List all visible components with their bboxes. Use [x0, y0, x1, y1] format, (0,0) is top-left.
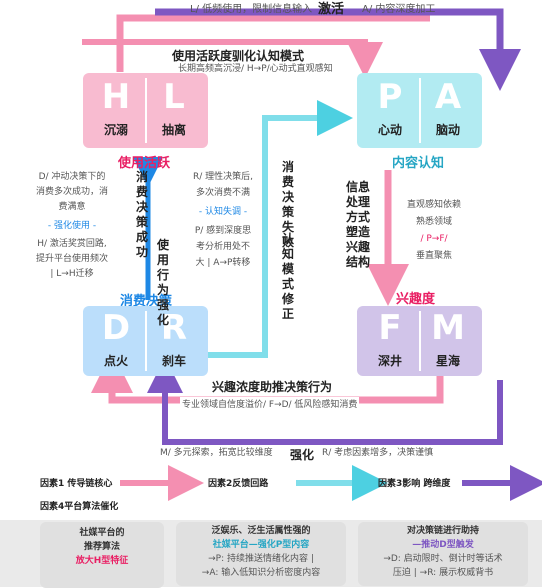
- letter-r: R: [160, 308, 188, 348]
- use-behavior-text: 使用行为强化: [156, 238, 169, 327]
- label-d: 点火: [103, 354, 128, 368]
- card3-line1: 对决策链进行助持: [406, 526, 479, 536]
- factor-3: 因素3影响 跨维度: [378, 479, 451, 489]
- arrow-top-purple: [155, 8, 521, 91]
- bottom-left-note: M/ 多元探索，拓宽比较维度: [160, 448, 273, 458]
- cognitive-misjudge: - 认知失调 -: [198, 207, 248, 217]
- decision-success-text: 消费决策成功: [135, 170, 148, 259]
- d-note-1: D/ 冲动决策下的: [38, 172, 106, 182]
- card1-line3: 放大H型特征: [75, 556, 129, 566]
- letter-a: A: [434, 77, 462, 117]
- card1-line2: 推荐算法: [83, 542, 120, 552]
- middle-sub: 专业领域自信度溢价/ F→D/ 低风险感知消费: [180, 397, 360, 410]
- label-l: 抽离: [161, 123, 186, 137]
- usage-divider: [145, 78, 147, 143]
- activate-label: 激活: [318, 2, 345, 17]
- d-note-2: 消费多次成功，消: [35, 187, 108, 197]
- h-note-1: H/ 激活奖赏回路,: [37, 239, 107, 249]
- p-note-1: P/ 感到深度思: [194, 226, 252, 236]
- right-note-1: 直观感知依赖: [406, 200, 461, 210]
- h-note-2: 提升平台使用频次: [35, 254, 108, 264]
- letter-f: F: [378, 308, 402, 348]
- label-m: 星海: [435, 354, 460, 368]
- middle-title: 兴趣浓度助推决策行为: [212, 380, 333, 394]
- letter-l: L: [163, 77, 185, 117]
- bottom-right-note: R/ 考虑因素增多，决策谨慎: [322, 448, 434, 458]
- decision-title: 消费决策: [120, 294, 173, 309]
- letter-h: H: [101, 77, 131, 117]
- factor-1: 因素1 传导链核心: [40, 479, 113, 489]
- strengthen-use: - 强化使用 -: [47, 221, 97, 231]
- train-sub: 长期高频高沉浸/ H→P/心动式直观感知: [178, 64, 333, 74]
- card-algorithm: 社媒平台的 推荐算法 放大H型特征: [40, 522, 164, 588]
- top-right-note: A/ 内容深度加工: [362, 4, 436, 15]
- train-title: 使用活跃度驯化认知模式: [172, 49, 305, 63]
- factor-4: 因素4平台算法催化: [40, 502, 119, 512]
- p-note-3: 大 | A→P转移: [195, 258, 251, 268]
- card2-line1: 泛娱乐、泛生活属性强的: [211, 526, 311, 536]
- d-note-3: 费满意: [58, 202, 86, 212]
- factor-2: 因素2反馈回路: [208, 479, 269, 489]
- letter-p: P: [377, 77, 403, 117]
- right-note-4: 垂直聚焦: [415, 251, 452, 261]
- label-p: 心动: [377, 123, 402, 137]
- card3-line2: —推动D型触发: [412, 540, 474, 550]
- r-note-2: 多次消费不满: [195, 188, 250, 198]
- card2-line4: →A: 输入低知识分析密度内容: [201, 568, 321, 578]
- h-note-3: | L→H迁移: [50, 269, 94, 279]
- arrow-r-to-p: [205, 100, 353, 358]
- bottom-center-label: 强化: [290, 448, 315, 462]
- decision-divider: [145, 311, 147, 371]
- content-divider: [419, 78, 421, 143]
- label-h: 沉溺: [103, 123, 128, 137]
- r-note-1: R/ 理性决策后,: [192, 172, 253, 182]
- right-note-3: / P→F/: [420, 234, 448, 244]
- label-a: 脑动: [435, 123, 460, 137]
- p-note-2: 考分析用处不: [195, 242, 250, 252]
- card3-line3: →D: 启动限时、倒计时等话术: [383, 554, 503, 564]
- card-content: 泛娱乐、泛生活属性强的 社媒平台—强化P型内容 →P: 持续推送情绪化内容 | …: [176, 522, 346, 586]
- content-title: 内容认知: [392, 156, 445, 171]
- arrow-bottom-purple: [147, 357, 503, 445]
- letter-d: D: [101, 308, 131, 348]
- arrow-h-to-p: [82, 39, 383, 78]
- card-decision: 对决策链进行助持 —推动D型触发 →D: 启动限时、倒计时等话术 压迫 | →R…: [358, 522, 528, 586]
- label-r: 刹车: [161, 354, 186, 368]
- card3-line4: 压迫 | →R: 展示权威背书: [392, 568, 494, 578]
- top-left-note: L/ 低频使用，限制信息输入: [190, 4, 313, 15]
- info-processing-text: 信息处理方式塑造兴趣结构: [345, 180, 370, 269]
- right-note-2: 熟悉领域: [415, 217, 452, 227]
- interest-title: 兴趣度: [396, 292, 436, 307]
- interest-divider: [419, 311, 421, 371]
- card2-line2: 社媒平台—强化P型内容: [212, 540, 310, 550]
- letter-m: M: [431, 308, 465, 348]
- card2-line3: →P: 持续推送情绪化内容 |: [208, 554, 314, 564]
- cognition-fix-text: 认知模式修正: [281, 232, 294, 321]
- decision-fail-text: 消费决策失败: [281, 160, 294, 249]
- usage-title: 使用活跃: [118, 156, 171, 171]
- arrow-top-pink: [116, 14, 430, 72]
- card1-line1: 社媒平台的: [79, 528, 125, 538]
- label-f: 深井: [377, 354, 402, 368]
